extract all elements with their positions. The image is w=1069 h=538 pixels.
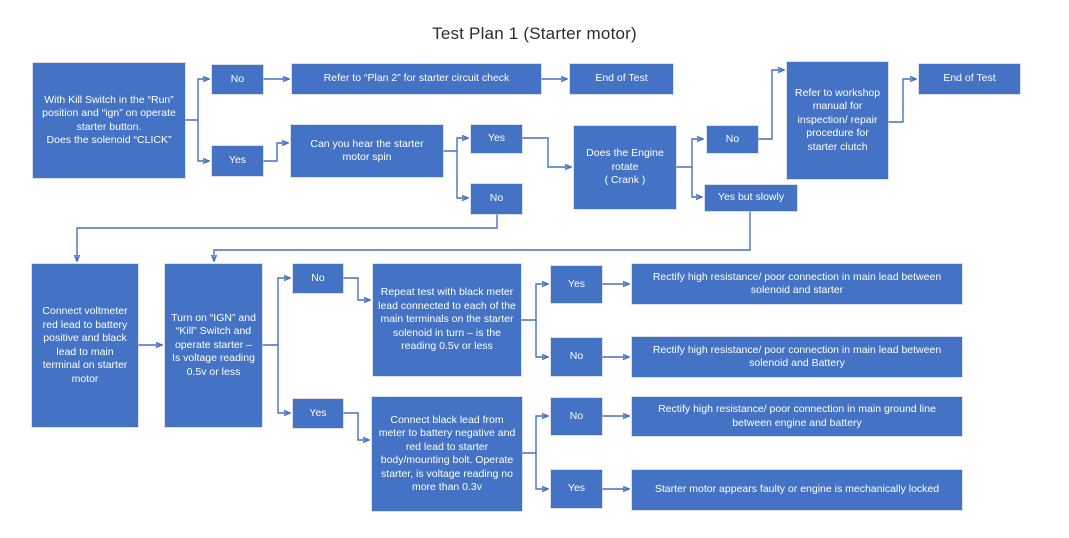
node-rotate-no[interactable]: No	[707, 126, 758, 153]
node-spin-no-label: No	[489, 192, 504, 205]
wire-yes-to-blacklead	[343, 412, 369, 440]
node-refer-workshop-manual-label: Refer to workshop manual for inspection/…	[794, 86, 881, 153]
node-rotate-no-label: No	[725, 132, 740, 145]
node-connect-voltmeter[interactable]: Connect voltmeter red lead to battery po…	[32, 264, 138, 427]
wire-ign-to-no	[262, 278, 290, 346]
wire-rotate-to-no	[676, 139, 703, 168]
node-repeat-test-label: Repeat test with black meter lead connec…	[378, 286, 516, 353]
node-end-of-test-2-label: End of Test	[943, 72, 996, 85]
wire-yes-to-hear	[263, 143, 288, 162]
wire-rotate-to-slowly	[691, 167, 702, 197]
node-repeat-yes-label: Yes	[567, 277, 586, 290]
node-engine-rotate-label: Does the Engine rotate ( Crank )	[586, 147, 664, 187]
node-end-of-test-1-label: End of Test	[595, 72, 648, 85]
node-starter-faulty-label: Starter motor appears faulty or engine i…	[654, 483, 940, 496]
page-title: Test Plan 1 (Starter motor)	[432, 24, 637, 43]
node-engine-rotate[interactable]: Does the Engine rotate ( Crank )	[574, 126, 676, 209]
node-repeat-yes[interactable]: Yes	[551, 266, 602, 303]
node-click-yes-label: Yes	[228, 154, 247, 167]
node-ign-no[interactable]: No	[293, 264, 343, 293]
node-ign-yes[interactable]: Yes	[293, 399, 343, 428]
node-start-solenoid-click[interactable]: With Kill Switch in the “Run” position a…	[33, 63, 185, 178]
node-hear-starter-spin-label: Can you hear the starter motor spin	[310, 137, 424, 164]
node-hear-starter-spin[interactable]: Can you hear the starter motor spin	[291, 125, 443, 177]
wire-spin-no-to-voltmeter	[77, 213, 498, 261]
wire-slowly-to-ign	[214, 210, 751, 261]
node-rectify-ground-line[interactable]: Rectify high resistance/ poor connection…	[632, 397, 962, 436]
wire-no-to-repeat	[343, 277, 370, 300]
node-spin-no[interactable]: No	[471, 184, 522, 214]
node-ground-yes[interactable]: Yes	[551, 470, 602, 508]
node-ign-no-label: No	[311, 271, 325, 284]
node-ground-yes-label: Yes	[567, 482, 586, 495]
wire-repeat-to-no	[535, 320, 548, 357]
wire-start-to-no	[185, 79, 209, 121]
node-spin-yes[interactable]: Yes	[471, 125, 522, 153]
node-rectify-solenoid-battery[interactable]: Rectify high resistance/ poor connection…	[632, 337, 962, 377]
node-refer-workshop-manual[interactable]: Refer to workshop manual for inspection/…	[787, 62, 888, 179]
node-click-no[interactable]: No	[212, 65, 263, 94]
node-connect-black-lead[interactable]: Connect black lead from meter to battery…	[372, 397, 522, 511]
node-connect-voltmeter-label: Connect voltmeter red lead to battery po…	[42, 305, 128, 385]
wire-hear-to-no	[456, 151, 468, 198]
node-rectify-ground-line-label: Rectify high resistance/ poor connection…	[658, 403, 936, 429]
node-rotate-yes-but-slowly[interactable]: Yes but slowly	[705, 185, 797, 211]
node-starter-faulty[interactable]: Starter motor appears faulty or engine i…	[632, 470, 962, 510]
node-spin-yes-label: Yes	[487, 132, 506, 145]
node-ground-no[interactable]: No	[551, 398, 602, 435]
wire-ign-to-yes	[277, 345, 290, 413]
node-click-yes[interactable]: Yes	[212, 146, 263, 176]
wire-spin-yes-to-rotate	[522, 137, 571, 167]
node-rectify-solenoid-battery-label: Rectify high resistance/ poor connection…	[652, 343, 942, 370]
wire-blacklead-to-yes	[535, 453, 548, 489]
node-connect-black-lead-label: Connect black lead from meter to battery…	[378, 413, 516, 494]
node-start-solenoid-click-label: With Kill Switch in the “Run” position a…	[42, 93, 176, 147]
node-repeat-test[interactable]: Repeat test with black meter lead connec…	[373, 264, 521, 376]
node-turn-on-ign-label: Turn on “IGN” and “Kill” Switch and oper…	[171, 311, 256, 378]
wire-start-to-yes	[197, 120, 209, 161]
node-rectify-solenoid-starter[interactable]: Rectify high resistance/ poor connection…	[632, 264, 962, 304]
wire-repeat-to-yes	[521, 284, 548, 321]
node-refer-plan2-label: Refer to “Plan 2” for starter circuit ch…	[323, 72, 510, 85]
wire-hear-to-yes	[443, 138, 468, 152]
node-click-no-label: No	[230, 72, 245, 85]
node-end-of-test-2[interactable]: End of Test	[919, 64, 1020, 94]
wire-workshop-to-end2	[888, 79, 916, 123]
node-turn-on-ign[interactable]: Turn on “IGN” and “Kill” Switch and oper…	[165, 264, 262, 427]
node-rectify-solenoid-starter-label: Rectify high resistance/ poor connection…	[652, 270, 942, 297]
node-rotate-yes-but-slowly-label: Yes but slowly	[717, 191, 785, 204]
wire-blacklead-to-no	[522, 416, 548, 454]
node-repeat-no[interactable]: No	[551, 338, 602, 376]
node-refer-plan2[interactable]: Refer to “Plan 2” for starter circuit ch…	[292, 64, 541, 94]
wire-no-to-workshop	[758, 70, 784, 140]
node-ground-no-label: No	[569, 409, 584, 422]
node-end-of-test-1[interactable]: End of Test	[570, 64, 673, 94]
node-ign-yes-label: Yes	[309, 406, 327, 419]
node-repeat-no-label: No	[569, 350, 584, 363]
